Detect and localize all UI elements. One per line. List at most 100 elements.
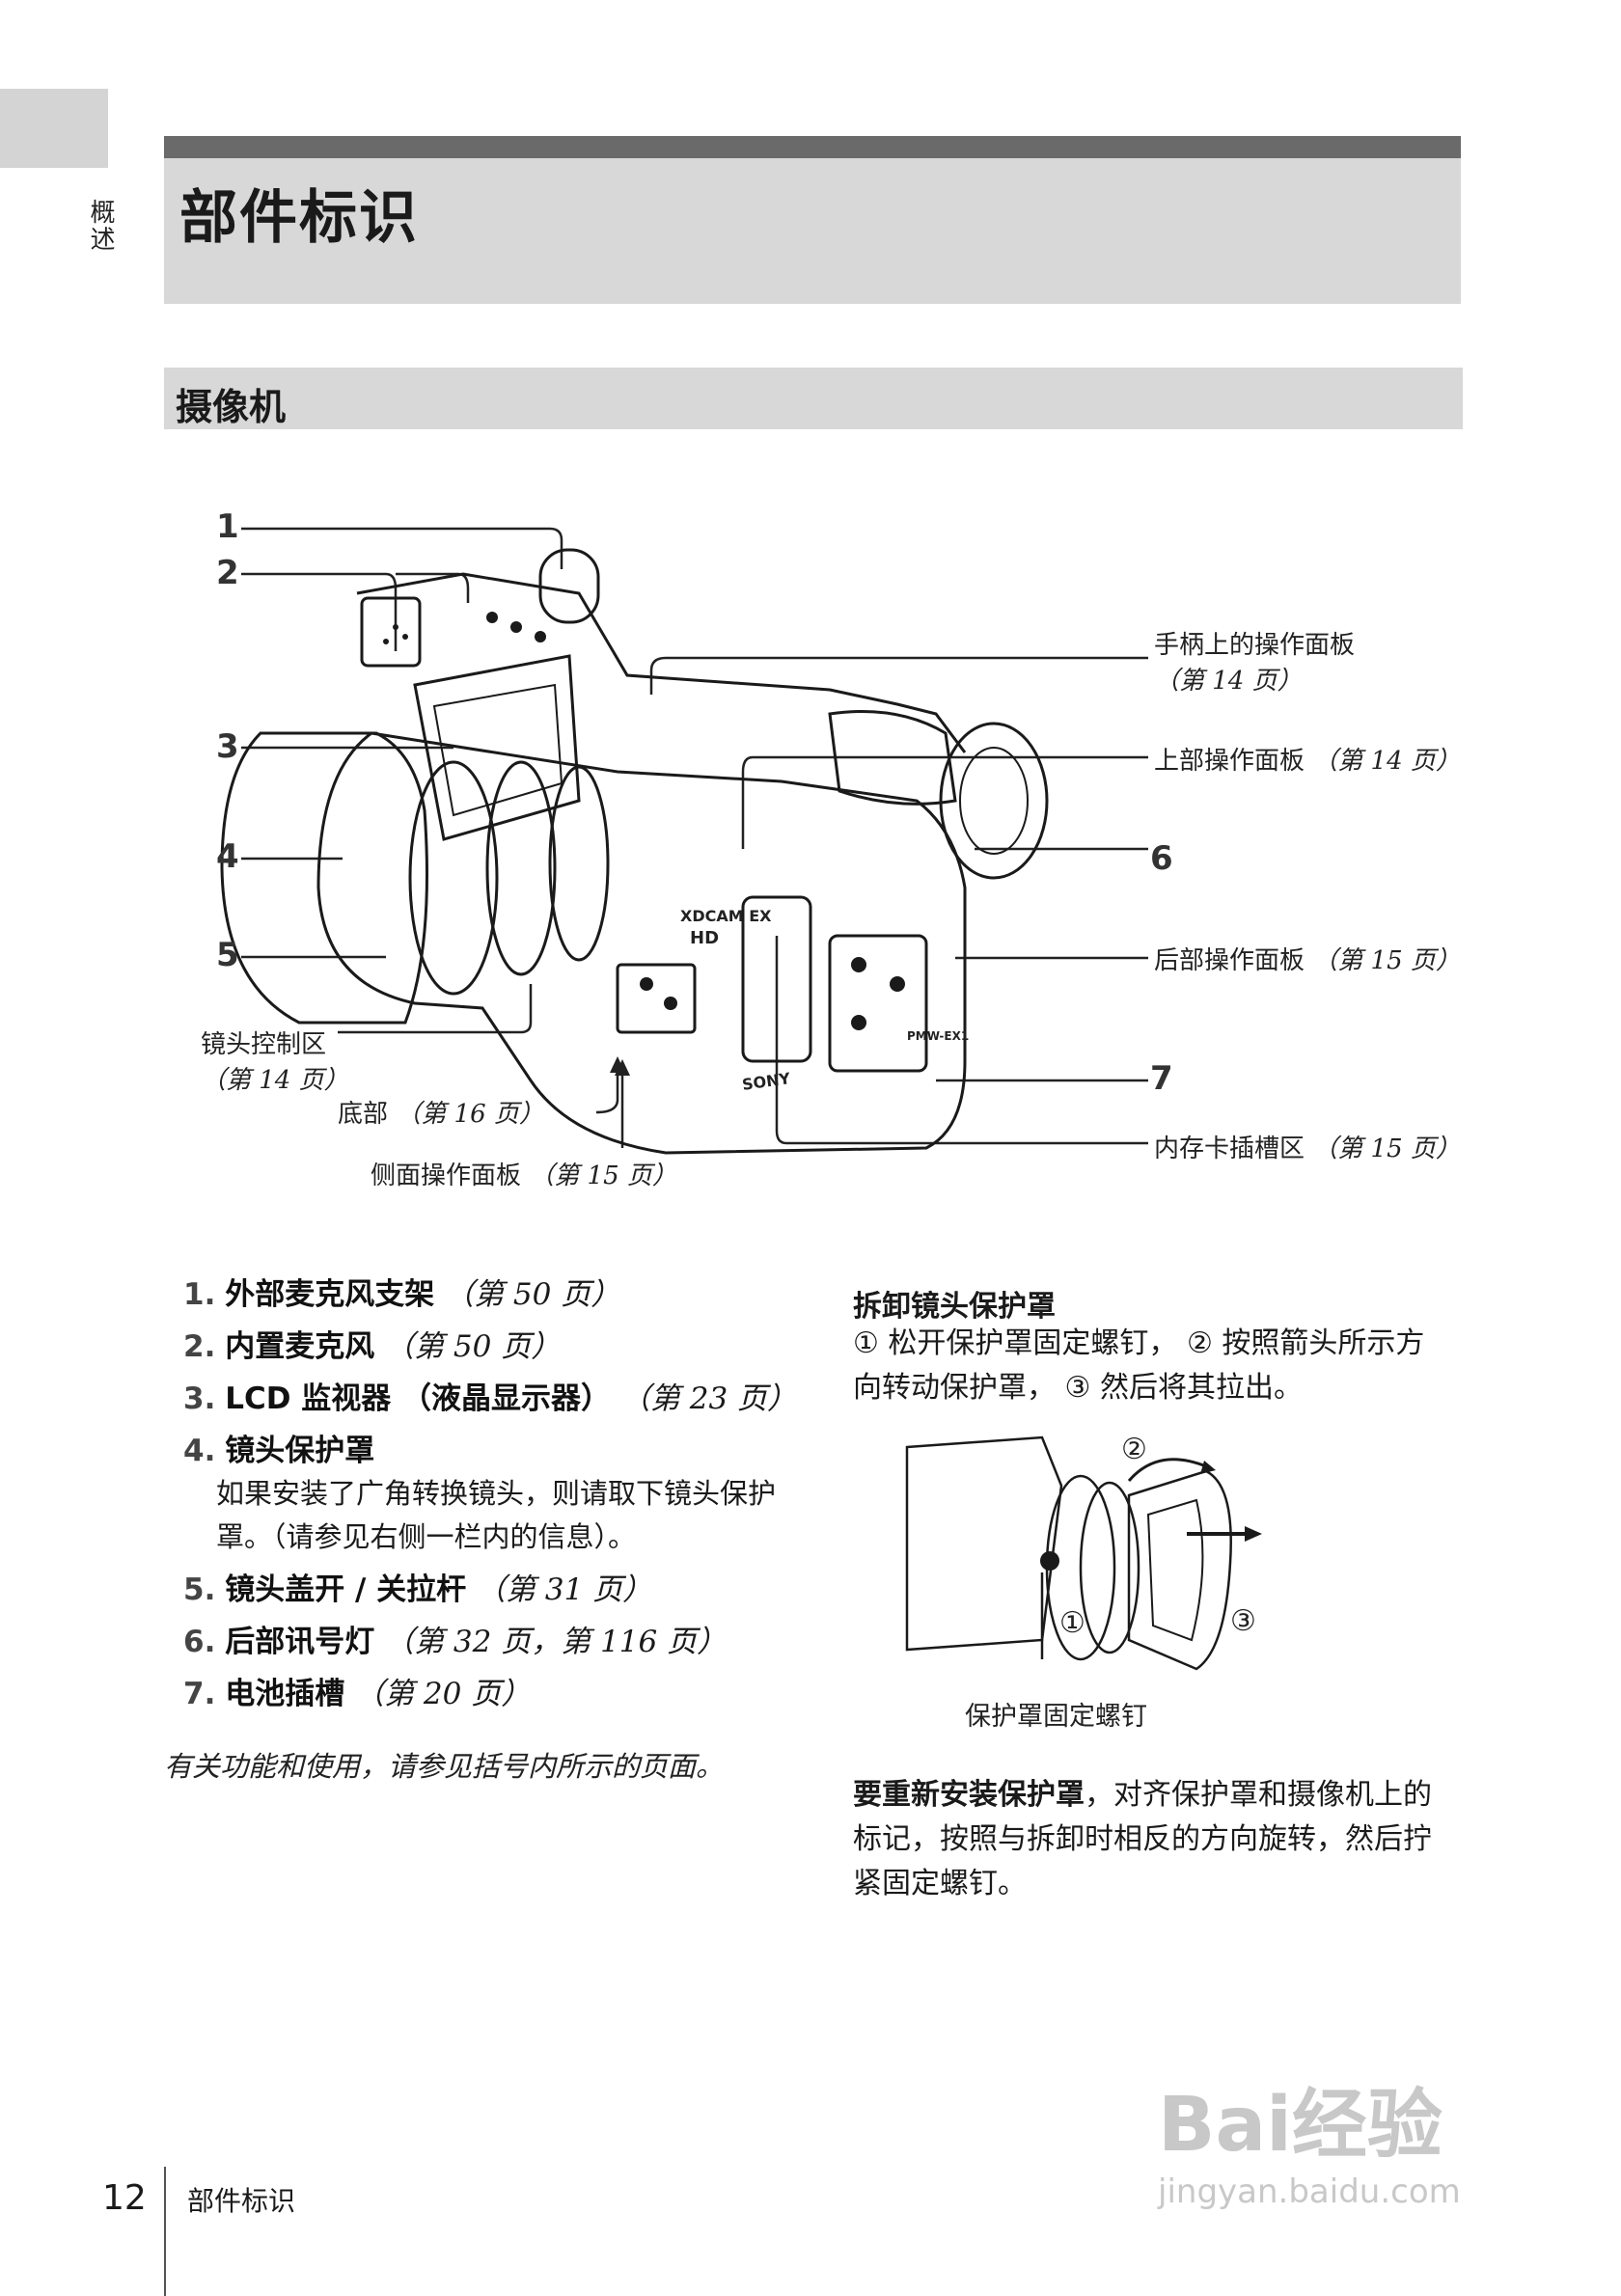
- reattach-paragraph: 要重新安装保护罩，对齐保护罩和摄像机上的标记，按照与拆卸时相反的方向旋转，然后拧…: [853, 1773, 1451, 1906]
- side-panel-box: [616, 963, 697, 1034]
- callout-side-panel: 侧面操作面板 （第 15 页）: [371, 1156, 677, 1191]
- callout-rear-panel-ref: （第 15 页）: [1312, 946, 1461, 975]
- callout-number-6: 6: [1150, 839, 1173, 878]
- callout-handle-panel-ref: （第 14 页）: [1154, 667, 1303, 696]
- item-ref: （第 50 页）: [444, 1277, 621, 1312]
- camera-body: [316, 731, 967, 1155]
- leader-upper-panel: [741, 755, 1148, 849]
- camera-text-model: PMW-EX1: [907, 1029, 969, 1043]
- callout-number-3: 3: [216, 727, 239, 766]
- lens-hood: [220, 731, 428, 1025]
- watermark-url: jingyan.baidu.com: [1158, 2173, 1461, 2211]
- item-number: 5.: [183, 1572, 216, 1607]
- footer-section: 部件标识: [187, 2185, 296, 2217]
- page-number: 12: [102, 2178, 147, 2218]
- leader-bottom: [595, 1061, 619, 1114]
- callout-upper-panel: 上部操作面板 （第 14 页）: [1154, 741, 1461, 777]
- camera-text-xdcam: XDCAM EX: [680, 907, 772, 925]
- callout-memory-slot-label: 内存卡插槽区: [1154, 1134, 1305, 1163]
- item-ref: （第 31 页）: [476, 1572, 653, 1607]
- leader-2: [241, 572, 398, 651]
- callout-bottom-ref: （第 16 页）: [396, 1100, 544, 1129]
- callout-lens-control: 镜头控制区 （第 14 页）: [201, 1025, 349, 1096]
- callout-handle-panel: 手柄上的操作面板 （第 14 页）: [1154, 625, 1355, 697]
- title-rule: [164, 136, 1461, 158]
- item-number: 2.: [183, 1329, 216, 1364]
- item-name: 内置麦克风: [225, 1329, 375, 1364]
- page-title: 部件标识: [179, 184, 419, 252]
- list-item: 6. 后部讯号灯 （第 32 页，第 116 页）: [183, 1621, 801, 1663]
- rotate-arrow: [1127, 1458, 1207, 1482]
- callout-side-panel-ref: （第 15 页）: [529, 1162, 677, 1190]
- callout-upper-panel-ref: （第 14 页）: [1312, 747, 1461, 776]
- reattach-lead: 要重新安装保护罩: [853, 1778, 1085, 1812]
- callout-number-4: 4: [216, 837, 239, 876]
- item-ref: （第 50 页）: [384, 1329, 562, 1364]
- lcd-monitor: [413, 654, 581, 841]
- item-number: 4.: [183, 1434, 216, 1468]
- callout-rear-panel: 后部操作面板 （第 15 页）: [1154, 941, 1461, 976]
- leader-1: [241, 527, 563, 569]
- list-item: 2. 内置麦克风 （第 50 页）: [183, 1326, 801, 1368]
- leader-memory-slot: [775, 936, 1148, 1145]
- leader-handle-panel: [649, 656, 1148, 695]
- callout-side-panel-label: 侧面操作面板: [371, 1162, 522, 1190]
- remove-hood-heading: 拆卸镜头保护罩: [853, 1290, 1056, 1324]
- lens-barrel: [408, 760, 499, 996]
- hood-removal-figure: ② ① ③: [905, 1433, 1262, 1671]
- page-title-bar: 部件标识: [164, 136, 1461, 304]
- marker-3: ③: [1230, 1604, 1256, 1638]
- remove-hood-body: ① 松开保护罩固定螺钉， ② 按照箭头所示方向转动保护罩， ③ 然后将其拉出。: [853, 1326, 1425, 1405]
- watermark: Bai经验 jingyan.baidu.com: [1158, 2064, 1461, 2211]
- callout-handle-panel-label: 手柄上的操作面板: [1154, 631, 1356, 660]
- item-name: 镜头盖开 / 关拉杆: [225, 1572, 467, 1607]
- list-item: 4. 镜头保护罩 如果安装了广角转换镜头，则请取下镜头保护罩。（请参见右侧一栏内…: [183, 1430, 801, 1559]
- memory-slot-cover: [741, 895, 812, 1063]
- callout-bottom-label: 底部: [338, 1100, 389, 1129]
- reference-note: 有关功能和使用，请参见括号内所示的页面。: [164, 1750, 725, 1783]
- leader-lens-control: [338, 984, 533, 1034]
- item-name: 镜头保护罩: [225, 1434, 375, 1468]
- callout-lens-control-label: 镜头控制区: [201, 1030, 327, 1059]
- item-name: 电池插槽: [225, 1677, 345, 1711]
- callout-number-5: 5: [216, 936, 239, 974]
- rear-panel: [828, 934, 928, 1073]
- list-item: 7. 电池插槽 （第 20 页）: [183, 1673, 801, 1715]
- callout-memory-slot-ref: （第 15 页）: [1312, 1134, 1461, 1163]
- callout-bottom: 底部 （第 16 页）: [338, 1094, 544, 1130]
- watermark-logo: Bai经验: [1158, 2082, 1442, 2169]
- callout-number-7: 7: [1150, 1059, 1173, 1098]
- callout-lens-control-ref: （第 14 页）: [201, 1066, 349, 1095]
- hood-screw-caption: 保护罩固定螺钉: [965, 1702, 1147, 1732]
- viewfinder: [828, 710, 957, 806]
- sidebar-tab: [0, 89, 108, 168]
- list-item: 1. 外部麦克风支架 （第 50 页）: [183, 1273, 801, 1316]
- camcorder-figure: XDCAM EX HD SONY PMW-EX1: [220, 527, 1148, 1155]
- hood-screw: [1040, 1551, 1059, 1571]
- item-name: 外部麦克风支架: [225, 1277, 435, 1312]
- item-ref: （第 20 页）: [354, 1677, 532, 1711]
- camera-front: [905, 1435, 1063, 1652]
- section-title: 摄像机: [176, 386, 287, 428]
- callout-number-2: 2: [216, 554, 239, 592]
- callout-number-1: 1: [216, 507, 239, 546]
- sidebar-tab-label: 概述: [86, 199, 115, 253]
- item-description: 如果安装了广角转换镜头，则请取下镜头保护罩。（请参见右侧一栏内的信息）。: [216, 1477, 777, 1553]
- item-ref: （第 23 页）: [619, 1381, 798, 1416]
- marker-2: ②: [1121, 1433, 1147, 1466]
- item-name: LCD 监视器 （液晶显示器）: [225, 1381, 612, 1416]
- footer-divider: [164, 2167, 166, 2296]
- reattach-body: ，对齐保护罩和摄像机上的标记，按照与拆卸时相反的方向旋转，然后拧紧固定螺钉。: [853, 1778, 1432, 1900]
- camera-text-hd: HD: [690, 928, 719, 948]
- list-item: 3. LCD 监视器 （液晶显示器） （第 23 页）: [183, 1378, 801, 1420]
- list-item: 5. 镜头盖开 / 关拉杆 （第 31 页）: [183, 1569, 801, 1611]
- item-number: 7.: [183, 1677, 216, 1711]
- item-number: 3.: [183, 1381, 216, 1416]
- lens-hood-piece: [1127, 1469, 1232, 1671]
- arrow-side-panel: [615, 1059, 630, 1076]
- built-in-mic: [360, 596, 422, 668]
- handle-outline: [356, 572, 967, 753]
- item-ref: （第 32 页，第 116 页）: [384, 1625, 728, 1659]
- callout-rear-panel-label: 后部操作面板: [1154, 946, 1305, 975]
- section-header: 摄像机: [164, 368, 1463, 429]
